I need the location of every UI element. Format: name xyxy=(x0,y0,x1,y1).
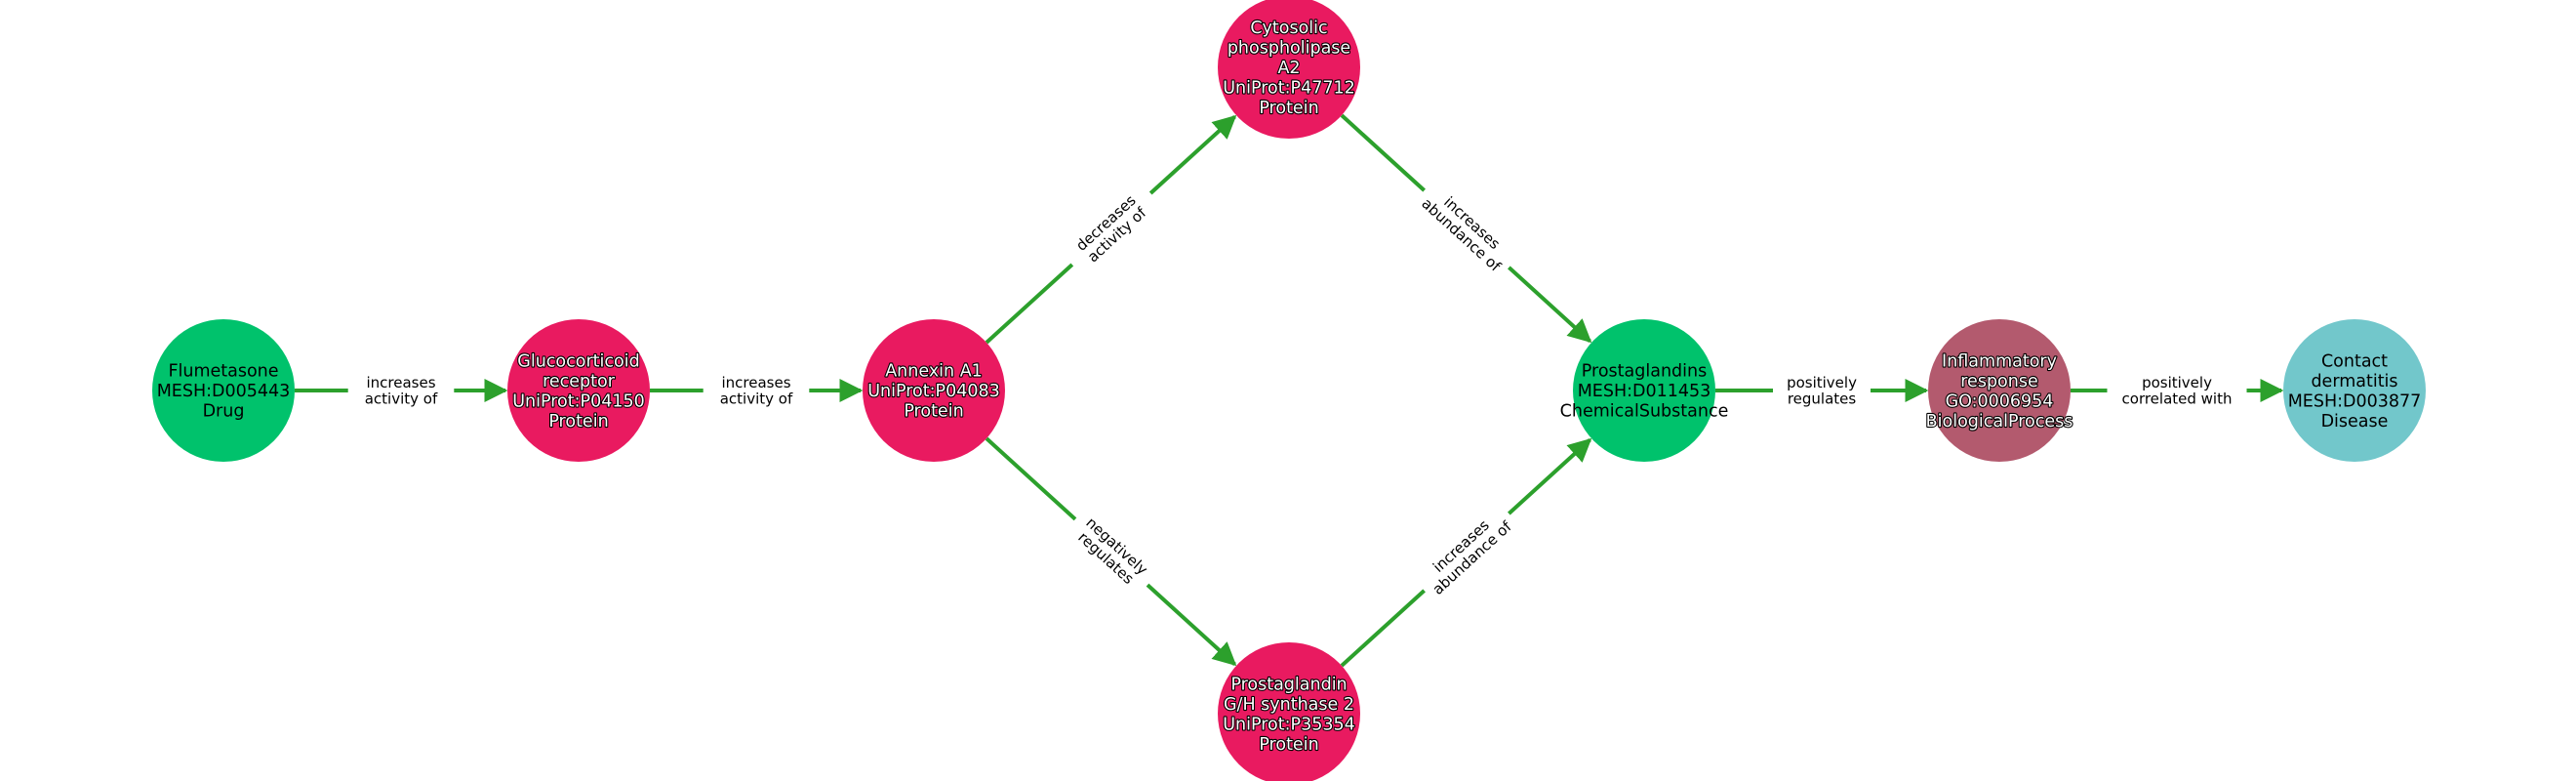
edge-label-background xyxy=(1411,176,1522,282)
node-circle xyxy=(1218,0,1360,139)
edge-label-line: increases xyxy=(366,374,435,391)
edge-label-background xyxy=(1059,179,1164,279)
edge-label-background xyxy=(1411,499,1522,605)
node-circle xyxy=(1573,319,1715,462)
edge-label-cytosolic-phospholipase-a2-to-prostaglandins: increasesabundance of xyxy=(1411,176,1522,282)
node-label-line: MESH:D005443 xyxy=(157,382,291,401)
node-label-line: UniProt:P04083 xyxy=(867,382,1000,401)
edge-label-background xyxy=(2107,371,2247,410)
node-circle xyxy=(1928,319,2071,462)
node-label-line: A2 xyxy=(1277,59,1300,78)
edge-label-annexin-a1-to-cytosolic-phospholipase-a2: decreasesactivity of xyxy=(1059,179,1164,279)
node-label-line: Glucocorticoid xyxy=(517,351,639,371)
node-label-line: Protein xyxy=(904,402,963,422)
node-label-line: Drug xyxy=(203,402,245,422)
node-label-line: UniProt:P47712 xyxy=(1223,79,1355,99)
node-label-line: G/H synthase 2 xyxy=(1224,695,1354,715)
node-label-line: Annexin A1 xyxy=(885,362,983,382)
node-label-line: phospholipase xyxy=(1228,39,1350,59)
node-label-line: Disease xyxy=(2321,412,2389,432)
node-label-line: dermatitis xyxy=(2311,372,2397,391)
node-label-line: response xyxy=(1960,372,2038,391)
edge-label-background xyxy=(347,371,455,410)
edge-label-line: positively xyxy=(1787,374,1857,391)
node-circle xyxy=(507,319,650,462)
node-label-line: BiologicalProcess xyxy=(1926,412,2073,432)
node-label-line: Prostaglandins xyxy=(1582,362,1707,382)
edge-label-line: activity of xyxy=(720,390,793,407)
node-label-line: MESH:D011453 xyxy=(1578,382,1711,401)
edge-label-background xyxy=(1773,371,1871,410)
node-label-line: Flumetasone xyxy=(168,362,278,382)
edge-label-line: regulates xyxy=(1788,390,1857,407)
node-label-line: Contact xyxy=(2321,351,2388,371)
edge-label-annexin-a1-to-prostaglandin-gh-synthase-2: negativelyregulates xyxy=(1062,505,1161,599)
node-circle xyxy=(863,319,1005,462)
node-circle xyxy=(2283,319,2426,462)
edge-label-background xyxy=(1062,505,1161,599)
node-label-line: Inflammatory xyxy=(1942,351,2057,371)
node-label-line: Prostaglandin xyxy=(1230,675,1347,694)
node-label-line: GO:0006954 xyxy=(1946,391,2054,411)
node-circle xyxy=(152,319,295,462)
edge-label-text: increasesabundance of xyxy=(1418,506,1515,598)
edge-label-line: increases xyxy=(721,374,790,391)
edge-label-prostaglandin-gh-synthase-2-to-prostaglandins: increasesabundance of xyxy=(1411,499,1522,605)
node-label-line: UniProt:P35354 xyxy=(1223,715,1355,734)
node-label-line: ChemicalSubstance xyxy=(1560,402,1729,422)
node-label-line: Protein xyxy=(1259,99,1318,118)
edge-label-background xyxy=(703,371,810,410)
edge-label-line: activity of xyxy=(365,390,438,407)
node-label-line: MESH:D003877 xyxy=(2288,391,2422,411)
node-label-line: receptor xyxy=(543,372,616,391)
edge-label-line: positively xyxy=(2142,374,2212,391)
node-circle xyxy=(1218,642,1360,781)
node-label-line: Cytosolic xyxy=(1250,19,1327,38)
node-label-line: Protein xyxy=(1259,735,1318,755)
node-label-line: Protein xyxy=(548,412,608,432)
edge-label-line: correlated with xyxy=(2122,390,2233,407)
edge-label-text: increasesabundance of xyxy=(1418,183,1515,275)
node-label-line: UniProt:P04150 xyxy=(512,391,645,411)
